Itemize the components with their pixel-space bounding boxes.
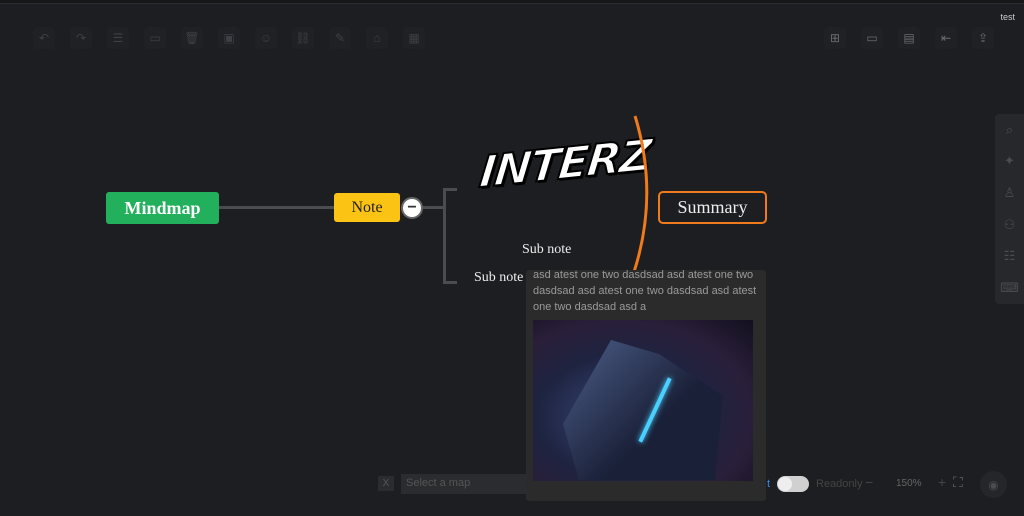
note-text: asd atest one two dasdsad asd atest one … <box>533 269 757 313</box>
locate-node-icon[interactable]: ◉ <box>980 471 1007 498</box>
right-sidebar: ⌕ ✦ ♙ ⚇ ☷ ⌨ <box>995 114 1024 304</box>
import-icon[interactable]: ⇤ <box>935 27 957 49</box>
export-icon[interactable]: ⇪ <box>972 27 994 49</box>
theme-shirt-icon[interactable]: ♙ <box>1003 185 1016 201</box>
robot-image <box>533 320 753 481</box>
partial-label: t <box>767 478 771 490</box>
outline-icon[interactable]: ☷ <box>1003 248 1016 264</box>
map-select[interactable]: Select a map <box>401 474 531 494</box>
undo-icon[interactable]: ↶ <box>33 27 55 49</box>
summary-brace <box>630 115 649 279</box>
bracket-line <box>443 188 446 284</box>
redo-icon[interactable]: ↷ <box>70 27 92 49</box>
note-node[interactable]: Note <box>334 193 400 222</box>
zoom-out-button[interactable]: − <box>865 474 874 490</box>
template-icon[interactable]: ▦ <box>403 27 425 49</box>
trash-icon[interactable]: 🗑 <box>181 27 203 49</box>
collapse-button[interactable]: − <box>401 197 423 219</box>
keyboard-icon[interactable]: ⌨ <box>1000 280 1019 296</box>
bracket-top <box>443 188 457 191</box>
style-settings-icon[interactable]: ☰ <box>107 27 129 49</box>
search-icon[interactable]: ⌕ <box>1005 121 1014 137</box>
summary-node[interactable]: Summary <box>658 191 767 224</box>
connector-note-bracket <box>423 206 445 209</box>
new-file-icon[interactable]: ⊞ <box>824 27 846 49</box>
save-as-icon[interactable]: ▤ <box>898 27 920 49</box>
tag-icon[interactable]: ⌂ <box>366 27 388 49</box>
note-icon[interactable]: ✎ <box>329 27 351 49</box>
close-button[interactable]: X <box>378 476 394 491</box>
readonly-toggle[interactable] <box>777 476 809 492</box>
link-icon[interactable]: ⛓ <box>292 27 314 49</box>
sub-note-node[interactable]: Sub note <box>522 242 572 257</box>
root-node[interactable]: Mindmap <box>106 192 219 224</box>
note-popup: asd atest one two dasdsad asd atest one … <box>526 269 766 501</box>
readonly-label: Readonly <box>816 478 863 490</box>
sub-note-node[interactable]: Sub note <box>474 270 524 285</box>
top-border <box>0 0 1024 4</box>
emoji-icon[interactable]: ☺ <box>255 27 277 49</box>
image-icon[interactable]: ▣ <box>218 27 240 49</box>
zoom-level: 150% <box>896 478 922 489</box>
user-name: test <box>1000 12 1015 22</box>
structure-icon[interactable]: ⚇ <box>1003 216 1016 232</box>
zoom-in-button[interactable]: + <box>938 474 947 490</box>
interz-logo-image[interactable]: INTERZ <box>476 129 653 199</box>
folder-icon[interactable]: ▭ <box>144 27 166 49</box>
open-folder-icon[interactable]: ▭ <box>861 27 883 49</box>
magic-wand-icon[interactable]: ✦ <box>1004 153 1015 169</box>
bracket-bottom <box>443 281 457 284</box>
connector-root-note <box>219 206 334 209</box>
toolbar-left: ↶ ↷ ☰ ▭ 🗑 ▣ ☺ ⛓ ✎ ⌂ ▦ <box>33 27 425 49</box>
fit-screen-icon[interactable]: ⛶ <box>953 474 963 490</box>
toolbar-right: ⊞ ▭ ▤ ⇤ ⇪ <box>824 27 994 49</box>
